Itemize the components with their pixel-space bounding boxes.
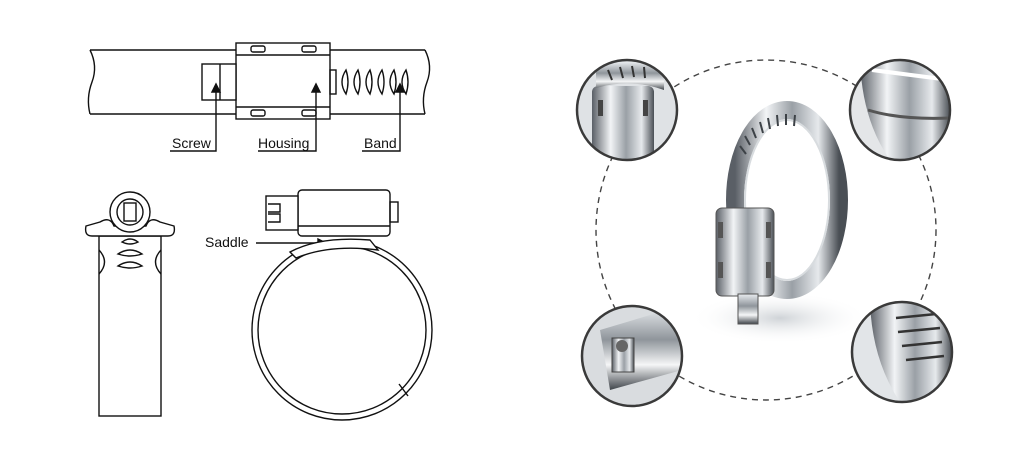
label-saddle: Saddle [205, 234, 249, 250]
detail-circle-top-left [577, 60, 677, 160]
screw-head-shape [201, 63, 237, 101]
label-band: Band [364, 135, 397, 151]
side-view-drawing [87, 42, 431, 249]
label-housing: Housing [258, 135, 309, 151]
end-view-drawing [84, 191, 176, 417]
photo-composition [575, 58, 954, 408]
screw-leader [170, 86, 217, 152]
detail-circle-bottom-right [852, 302, 952, 402]
clamp-screw [737, 293, 759, 325]
ring-view-drawing [251, 189, 433, 421]
detail-circle-top-right [850, 60, 950, 160]
hose-right-end [422, 49, 431, 115]
clamp-band-outer [726, 101, 848, 299]
dashed-guide-circle [595, 59, 937, 401]
clamp-housing [715, 207, 775, 297]
hose-left-end [87, 49, 96, 115]
hose-outline [90, 49, 425, 115]
detail-circle-bottom-left [582, 306, 682, 406]
housing-leader [258, 86, 317, 152]
label-screw: Screw [172, 135, 212, 151]
band-leader [362, 86, 401, 152]
band-slots [341, 68, 409, 96]
